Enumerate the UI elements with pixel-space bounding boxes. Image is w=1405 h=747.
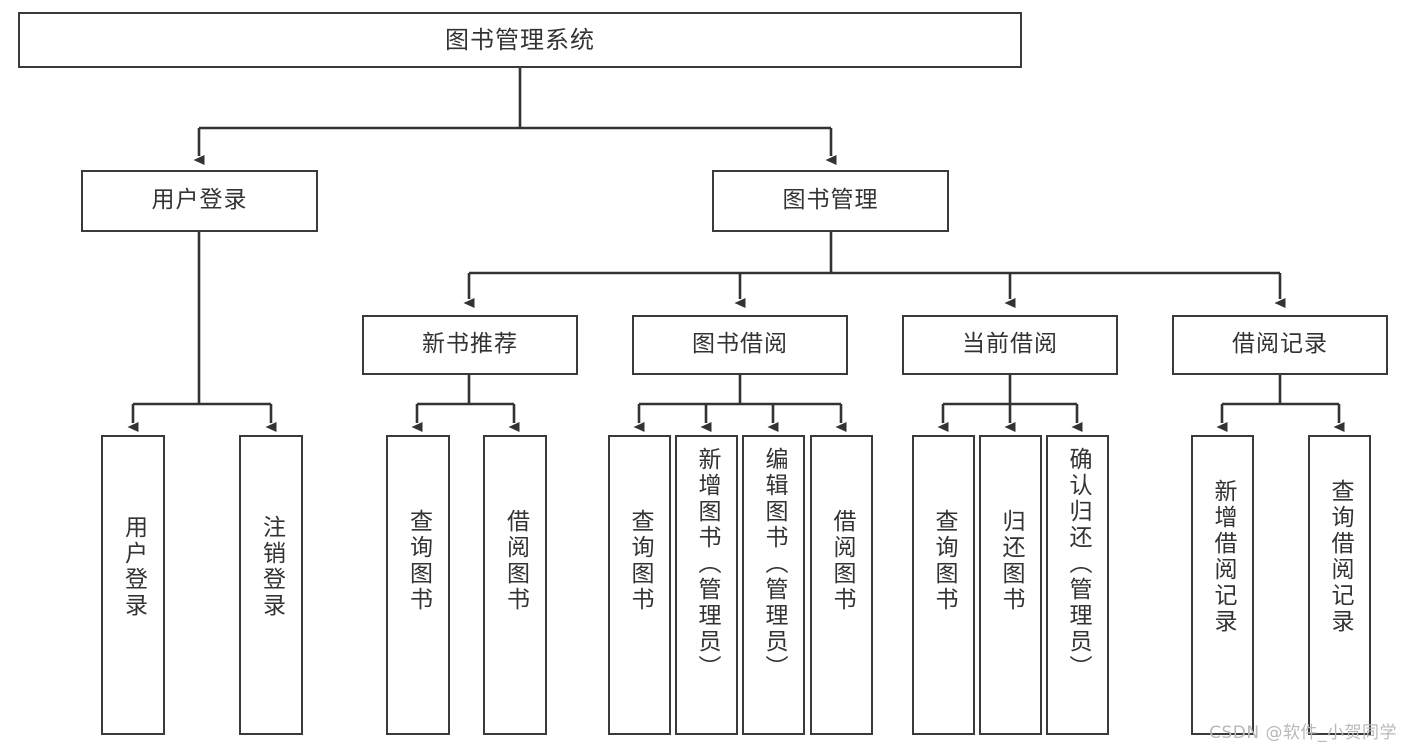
- node-leaf-logout-label: 注销登录: [258, 515, 285, 619]
- node-book-manage-label: 图书管理: [782, 187, 879, 214]
- node-leaf-edit-book-label: 编辑图书（管理员）: [761, 447, 787, 681]
- node-book-manage[interactable]: 图书管理: [712, 170, 949, 232]
- node-leaf-return-book-label: 归还图书: [998, 509, 1024, 613]
- node-leaf-query-book-1[interactable]: 查询图书: [386, 435, 450, 735]
- node-leaf-borrow-book-2-label: 借阅图书: [829, 509, 855, 613]
- node-leaf-query-book-3-label: 查询图书: [931, 509, 957, 613]
- node-leaf-add-record-label: 新增借阅记录: [1210, 479, 1236, 635]
- node-leaf-query-record[interactable]: 查询借阅记录: [1308, 435, 1371, 735]
- node-leaf-borrow-book-1[interactable]: 借阅图书: [483, 435, 547, 735]
- node-borrow-record-label: 借阅记录: [1232, 331, 1328, 358]
- node-leaf-confirm-return-label: 确认归还（管理员）: [1065, 447, 1091, 681]
- node-leaf-add-book-label: 新增图书（管理员）: [694, 447, 720, 681]
- node-leaf-return-book[interactable]: 归还图书: [979, 435, 1042, 735]
- node-leaf-borrow-book-2[interactable]: 借阅图书: [810, 435, 873, 735]
- node-leaf-user-login[interactable]: 用户登录: [101, 435, 165, 735]
- node-user-login[interactable]: 用户登录: [81, 170, 318, 232]
- node-leaf-add-book[interactable]: 新增图书（管理员）: [675, 435, 738, 735]
- node-leaf-borrow-book-1-label: 借阅图书: [502, 509, 529, 613]
- node-user-login-label: 用户登录: [151, 187, 248, 214]
- node-leaf-user-login-label: 用户登录: [120, 515, 147, 619]
- node-root[interactable]: 图书管理系统: [18, 12, 1022, 68]
- node-new-book-recommend[interactable]: 新书推荐: [362, 315, 578, 375]
- node-borrow-record[interactable]: 借阅记录: [1172, 315, 1388, 375]
- node-leaf-query-book-3[interactable]: 查询图书: [912, 435, 975, 735]
- node-current-borrow[interactable]: 当前借阅: [902, 315, 1118, 375]
- node-leaf-add-record[interactable]: 新增借阅记录: [1191, 435, 1254, 735]
- node-leaf-confirm-return[interactable]: 确认归还（管理员）: [1046, 435, 1109, 735]
- watermark-text: CSDN @软件_小贺同学: [1209, 723, 1397, 743]
- node-leaf-query-book-2[interactable]: 查询图书: [608, 435, 671, 735]
- node-leaf-logout[interactable]: 注销登录: [239, 435, 303, 735]
- node-current-borrow-label: 当前借阅: [962, 331, 1058, 358]
- node-leaf-query-book-2-label: 查询图书: [627, 509, 653, 613]
- node-new-book-recommend-label: 新书推荐: [422, 331, 518, 358]
- node-book-borrow-label: 图书借阅: [692, 331, 788, 358]
- node-root-label: 图书管理系统: [445, 25, 595, 54]
- node-book-borrow[interactable]: 图书借阅: [632, 315, 848, 375]
- node-leaf-query-record-label: 查询借阅记录: [1327, 479, 1353, 635]
- node-leaf-query-book-1-label: 查询图书: [405, 509, 432, 613]
- node-leaf-edit-book[interactable]: 编辑图书（管理员）: [742, 435, 805, 735]
